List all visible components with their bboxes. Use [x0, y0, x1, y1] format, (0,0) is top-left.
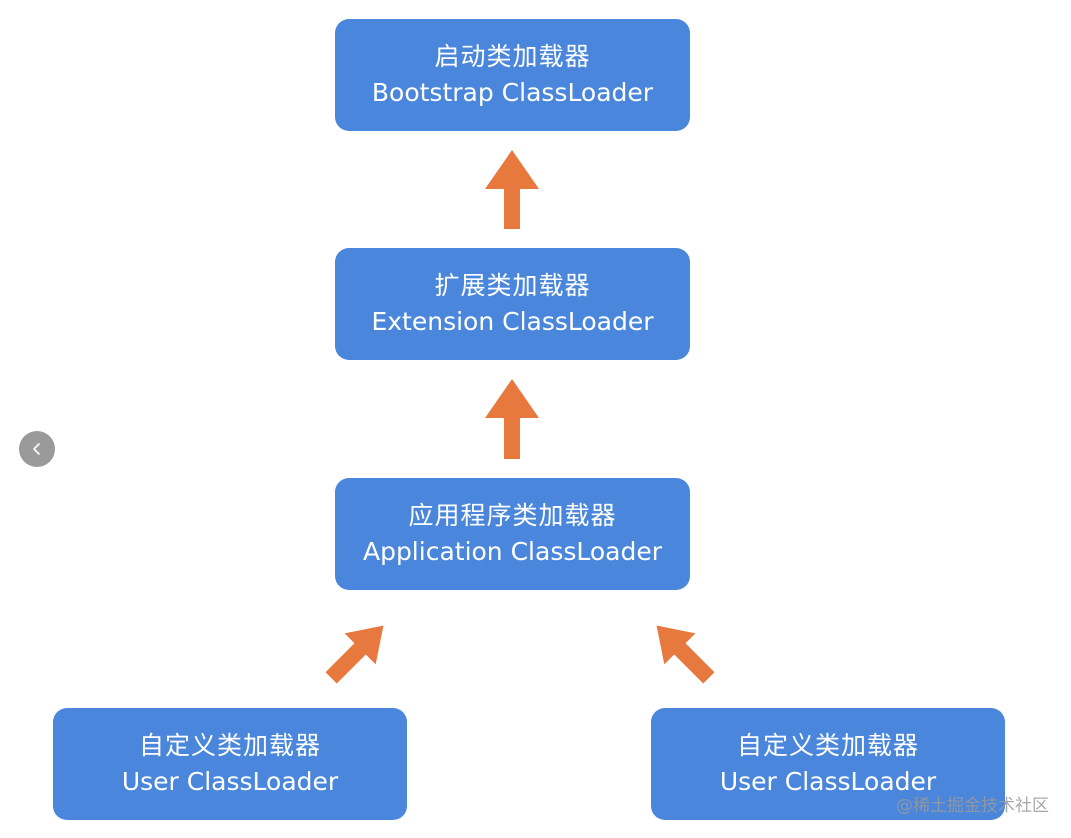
- back-button[interactable]: [19, 431, 55, 467]
- user-classloader-left-zh-label: 自定义类加载器: [138, 731, 321, 760]
- user-classloader-left-en-label: User ClassLoader: [121, 767, 339, 796]
- application-classloader-zh-label: 应用程序类加载器: [408, 501, 617, 530]
- user-classloader-right-zh-label: 自定义类加载器: [736, 731, 919, 760]
- arrow-extension-to-bootstrap: [485, 150, 539, 229]
- extension-classloader-zh-label: 扩展类加载器: [434, 271, 591, 300]
- chevron-left-icon: [33, 443, 40, 455]
- bootstrap-classloader-zh-label: 启动类加载器: [434, 42, 591, 71]
- application-classloader-node: 应用程序类加载器 Application ClassLoader: [335, 478, 690, 590]
- extension-classloader-node: 扩展类加载器 Extension ClassLoader: [335, 248, 690, 360]
- arrow-application-to-extension: [485, 379, 539, 459]
- extension-classloader-en-label: Extension ClassLoader: [371, 307, 654, 336]
- watermark-label: @稀土掘金技术社区: [896, 796, 1049, 816]
- user-classloader-node-left: 自定义类加载器 User ClassLoader: [53, 708, 407, 820]
- user-classloader-node-right: 自定义类加载器 User ClassLoader: [651, 708, 1005, 820]
- arrow-user-right-to-application: [656, 625, 715, 684]
- bootstrap-classloader-node: 启动类加载器 Bootstrap ClassLoader: [335, 19, 690, 131]
- arrow-user-left-to-application: [325, 625, 384, 684]
- bootstrap-classloader-en-label: Bootstrap ClassLoader: [371, 78, 654, 107]
- application-classloader-en-label: Application ClassLoader: [362, 537, 663, 566]
- user-classloader-right-en-label: User ClassLoader: [719, 767, 937, 796]
